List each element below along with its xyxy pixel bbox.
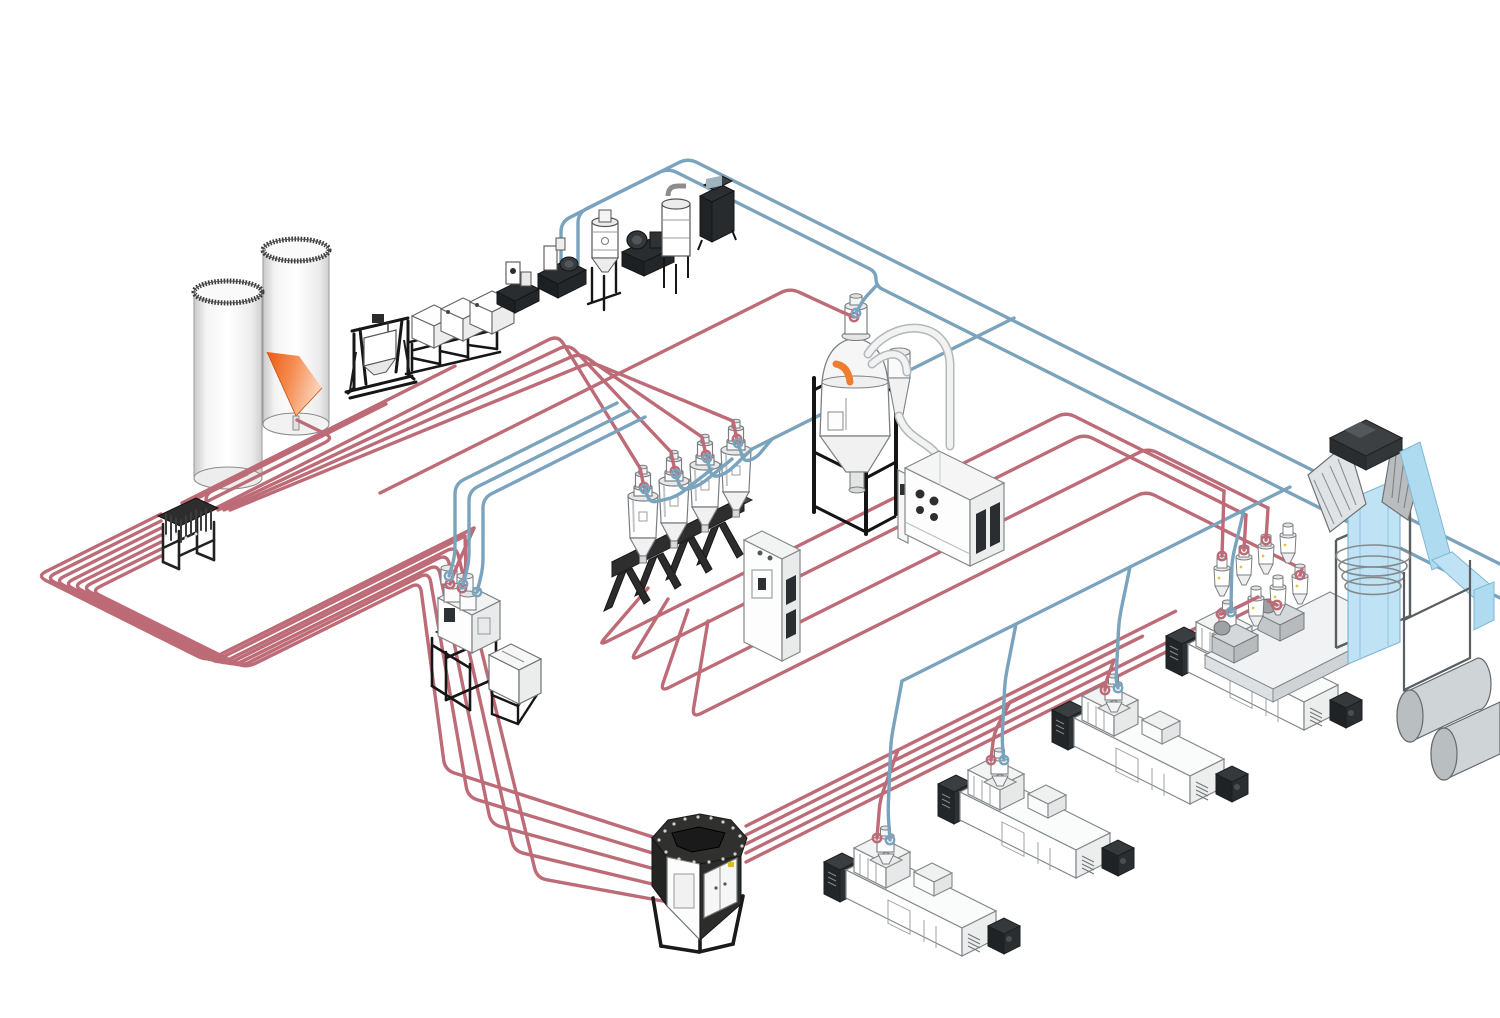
- discharge-cone: [267, 352, 322, 416]
- injection-machine-2: [937, 747, 1135, 879]
- film-bubble: [1347, 477, 1401, 665]
- dryer-unit: [897, 450, 1006, 567]
- pipe-network: [39, 158, 1500, 904]
- bank-control-cabinet: [742, 530, 802, 662]
- mixing-bin: [651, 813, 748, 954]
- container-station: [404, 290, 516, 376]
- drying-hopper: [812, 293, 955, 536]
- coupling-station: [156, 497, 220, 571]
- silo-1: [191, 278, 265, 490]
- film-line: [1203, 419, 1500, 781]
- film-winder: [1396, 560, 1500, 781]
- big-bag-unloader: [344, 314, 418, 400]
- dust-collector: [661, 183, 691, 294]
- vacuum-station: [495, 175, 737, 314]
- vacuum-pump-1: [495, 261, 541, 314]
- hopper-bank: [603, 418, 802, 662]
- silo-2: [260, 236, 332, 436]
- bin-cabinet: [703, 857, 738, 919]
- pipe-hoses: [443, 284, 1306, 846]
- injection-machine-1: [823, 825, 1021, 957]
- vacuum-pump-2: [536, 237, 588, 299]
- day-bin: [487, 643, 543, 726]
- control-panel: [697, 175, 737, 251]
- cyclone-separator: [586, 209, 622, 312]
- doser-station: [430, 564, 502, 712]
